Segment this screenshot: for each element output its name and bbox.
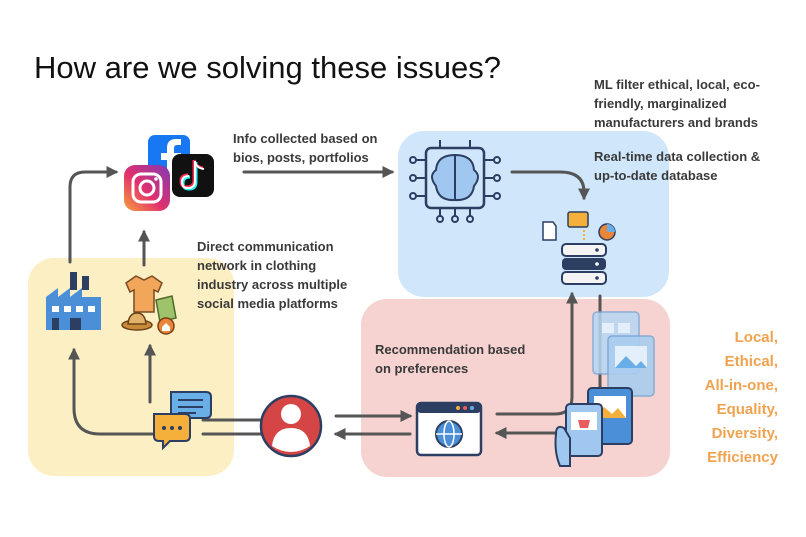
- ai-brain-icon: [409, 140, 501, 223]
- realtime-line-1: Real-time data collection &: [594, 149, 761, 164]
- value-equality: Equality,: [716, 401, 778, 418]
- mobile-shopping-icon: [554, 311, 655, 467]
- value-diversity: Diversity,: [711, 425, 778, 442]
- info-collected-label: Info collected based on bios, posts, por…: [233, 129, 377, 167]
- value-ethical: Ethical,: [724, 353, 778, 370]
- chat-icon: [153, 391, 212, 451]
- arrow-factory-to-social: [68, 166, 119, 264]
- slide-title: How are we solving these issues?: [34, 50, 501, 85]
- web-browser-icon: [415, 401, 483, 457]
- direct-comm-line-1: Direct communication: [197, 239, 334, 254]
- recommendation-line-2: on preferences: [375, 361, 469, 376]
- arrow-browser-to-database: [495, 291, 578, 416]
- info-collected-line-2: bios, posts, portfolios: [233, 150, 369, 165]
- arrow-chat-to-factory: [68, 347, 154, 436]
- ml-filter-line-2: friendly, marginalized: [594, 96, 727, 111]
- value-local: Local,: [734, 329, 778, 346]
- realtime-line-2: up-to-date database: [594, 168, 718, 183]
- ml-filter-line-1: ML filter ethical, local, eco-: [594, 77, 760, 92]
- recommendation-line-1: Recommendation based: [375, 342, 526, 357]
- clothing-icon: [121, 275, 177, 335]
- instagram-icon: [124, 165, 170, 211]
- database-icon: [542, 211, 616, 285]
- direct-comm-line-4: social media platforms: [197, 296, 338, 311]
- direct-communication-label: Direct communication network in clothing…: [197, 237, 347, 313]
- factory-icon: [46, 272, 101, 330]
- value-efficiency: Efficiency: [707, 449, 778, 466]
- recommendation-label: Recommendation based on preferences: [375, 340, 525, 378]
- info-collected-line-1: Info collected based on: [233, 131, 378, 146]
- direct-comm-line-2: network in clothing: [197, 258, 317, 273]
- arrow-ai-to-database: [510, 170, 590, 201]
- user-avatar-icon: [259, 394, 323, 458]
- direct-comm-line-3: industry across multiple: [197, 277, 348, 292]
- ml-filter-line-3: manufacturers and brands: [594, 115, 758, 130]
- value-all-in-one: All-in-one,: [704, 377, 778, 394]
- realtime-label: Real-time data collection & up-to-date d…: [594, 147, 760, 185]
- values-list: Local, Ethical, All-in-one, Equality, Di…: [705, 326, 778, 470]
- tiktok-icon: [172, 154, 214, 197]
- ml-filter-label: ML filter ethical, local, eco- friendly,…: [594, 75, 760, 132]
